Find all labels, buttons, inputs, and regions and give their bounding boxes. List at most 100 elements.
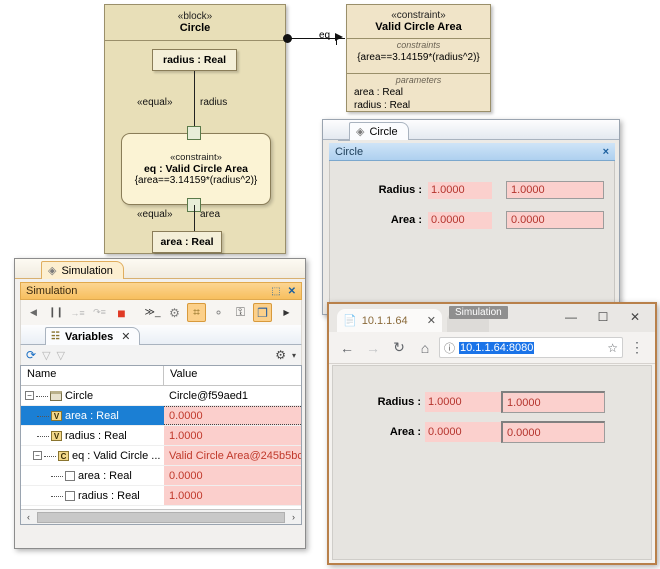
simulation-window: ◈ Simulation Simulation ⬚ ✕ ◀ ❙❙ →≡ ↷≡ ■… xyxy=(14,258,306,549)
property-radius: radius : Real xyxy=(152,49,237,71)
forward-button[interactable]: → xyxy=(366,339,380,356)
animation-speed-button[interactable]: ⚬ xyxy=(213,305,224,320)
table-row[interactable]: V radius : Real 1.0000 xyxy=(21,426,301,446)
parameter-icon xyxy=(65,490,75,501)
collapse-all-button[interactable]: ▽ xyxy=(56,349,65,362)
column-header-name[interactable]: Name xyxy=(21,366,164,385)
step-back-button[interactable]: ◀ xyxy=(30,307,37,317)
row-value[interactable]: 0.0000 xyxy=(164,466,301,485)
lock-button[interactable]: ⚿ xyxy=(235,305,246,319)
binding-top-label: radius xyxy=(200,97,228,108)
area-input[interactable]: 0.0000 xyxy=(506,211,604,229)
refresh-button[interactable]: ⟳ xyxy=(26,348,37,362)
property-area: area : Real xyxy=(152,231,222,253)
constraint-block-stereotype: «constraint» xyxy=(391,10,446,21)
pause-button[interactable]: ❙❙ xyxy=(48,307,64,318)
options-gear-button[interactable]: ⚙ xyxy=(275,348,286,362)
close-button[interactable]: ✕ xyxy=(287,285,296,297)
table-row[interactable]: area : Real 0.0000 xyxy=(21,466,301,486)
tree-line xyxy=(37,435,49,437)
scrollbar-thumb[interactable] xyxy=(37,511,285,523)
home-button[interactable]: ⌂ xyxy=(420,339,430,356)
close-button[interactable]: ✕ xyxy=(629,310,641,324)
area-display-value: 0.0000 xyxy=(428,211,492,229)
row-name: radius : Real xyxy=(78,489,140,502)
address-bar[interactable]: ⓘ 10.1.1.64:8080 ☆ xyxy=(439,337,623,358)
show-variables-button[interactable]: ⌗ xyxy=(187,303,206,322)
url-text[interactable]: 10.1.1.64:8080 xyxy=(459,341,535,354)
page-area-input[interactable]: 0.0000 xyxy=(501,421,605,443)
expander-icon[interactable]: − xyxy=(33,451,42,460)
row-value[interactable]: 1.0000 xyxy=(164,486,301,505)
radius-input[interactable]: 1.0000 xyxy=(506,181,604,199)
scroll-left-arrow[interactable]: ‹ xyxy=(27,512,30,522)
page-form-row-radius: Radius : 1.0000 1.0000 xyxy=(333,391,651,413)
close-icon[interactable]: × xyxy=(602,145,609,158)
constraint-name: eq : Valid Circle Area xyxy=(143,163,249,175)
site-info-icon[interactable]: ⓘ xyxy=(444,342,455,355)
browser-navbar: ← → ↻ ⌂ ⓘ 10.1.1.64:8080 ☆ ⋮ xyxy=(329,332,655,364)
row-value[interactable]: 0.0000 xyxy=(164,406,301,425)
scroll-right-arrow[interactable]: › xyxy=(292,512,295,522)
variables-table: Name Value − Circle Circle@f59aed1 .vt-r… xyxy=(20,365,302,525)
parameter-area: area : Real xyxy=(354,87,403,98)
block-stereotype: «block» xyxy=(177,11,213,22)
row-value[interactable]: Valid Circle Area@245b5bc xyxy=(164,446,301,465)
maximize-button[interactable]: ☐ xyxy=(597,310,609,324)
step-into-button[interactable]: →≡ xyxy=(70,307,85,318)
page-form-row-area: Area : 0.0000 0.0000 xyxy=(333,421,651,443)
binding-bottom-stereotype: «equal» xyxy=(137,209,173,220)
tooltip: Simulation xyxy=(449,306,508,319)
circle-form-body: Radius : 1.0000 1.0000 Area : 0.0000 0.0… xyxy=(329,161,615,309)
page-radius-input[interactable]: 1.0000 xyxy=(501,391,605,413)
column-header-value[interactable]: Value xyxy=(170,368,198,380)
step-over-button[interactable]: ↷≡ xyxy=(93,307,106,317)
simulation-settings-button[interactable]: ⚙ xyxy=(169,305,180,320)
variables-tabstrip: ☷ Variables ✕ xyxy=(20,325,302,345)
form-row-radius: Radius : 1.0000 1.0000 xyxy=(330,181,614,199)
expand-all-button[interactable]: ▽ xyxy=(42,349,51,362)
simulation-toolbar: ◀ ❙❙ →≡ ↷≡ ■ ≫_ ⚙ ⌗ ⚬ ⚿ ❐ ▶ xyxy=(20,300,302,325)
open-ui-button[interactable]: ❐ xyxy=(253,303,272,322)
constraint-block-header: «constraint» Valid Circle Area xyxy=(347,5,490,39)
table-row[interactable]: radius : Real 1.0000 xyxy=(21,486,301,506)
browser-tab[interactable]: 📄 10.1.1.64 ✕ xyxy=(337,309,442,332)
close-icon[interactable]: ✕ xyxy=(121,331,131,343)
block-icon xyxy=(50,390,62,401)
simulation-tabstrip: ◈ Simulation xyxy=(15,259,305,279)
radius-label: Radius : xyxy=(378,184,422,196)
tab-circle[interactable]: ◈ Circle xyxy=(338,122,409,141)
bookmark-star-icon[interactable]: ☆ xyxy=(607,340,618,355)
close-icon[interactable]: ✕ xyxy=(426,315,436,327)
stop-button[interactable]: ■ xyxy=(117,304,126,321)
expand-toolbar-button[interactable]: ▶ xyxy=(283,308,290,317)
row-name: area : Real xyxy=(78,469,132,482)
table-row[interactable]: − C eq : Valid Circle ... Valid Circle A… xyxy=(21,446,301,466)
table-row[interactable]: − Circle Circle@f59aed1 xyxy=(21,386,301,406)
tab-variables-label: Variables xyxy=(64,330,114,343)
maximize-button[interactable]: ⬚ xyxy=(271,285,281,297)
page-radius-label: Radius : xyxy=(377,396,421,408)
binding-line-top xyxy=(194,71,195,133)
browser-menu-button[interactable]: ⋮ xyxy=(630,339,644,355)
run-to-end-button[interactable]: ≫_ xyxy=(144,307,161,318)
row-value: Circle@f59aed1 xyxy=(169,389,249,402)
tab-variables[interactable]: ☷ Variables ✕ xyxy=(45,327,140,345)
simulation-gear-icon: ◈ xyxy=(356,126,365,138)
constraint-port-radius xyxy=(187,126,201,140)
reload-button[interactable]: ↻ xyxy=(393,339,405,355)
page-area-label: Area : xyxy=(389,426,421,438)
browser-window: 📄 10.1.1.64 ✕ Simulation — ☐ ✕ ← → ↻ ⌂ ⓘ… xyxy=(327,302,657,565)
back-button[interactable]: ← xyxy=(340,339,354,356)
row-name: eq : Valid Circle ... xyxy=(72,449,161,462)
minimize-button[interactable]: — xyxy=(565,310,577,324)
tab-simulation[interactable]: ◈ Simulation xyxy=(41,261,124,279)
browser-tab-title: 10.1.1.64 xyxy=(361,314,408,327)
constraint-block-name: Valid Circle Area xyxy=(375,21,462,33)
table-row[interactable]: V area : Real 0.0000 xyxy=(21,406,301,426)
options-dropdown-arrow[interactable]: ▾ xyxy=(291,350,296,360)
expander-icon[interactable]: − xyxy=(25,391,34,400)
row-value[interactable]: 1.0000 xyxy=(164,426,301,445)
horizontal-scrollbar[interactable]: ‹ › xyxy=(21,509,301,524)
connector-arrow-icon xyxy=(335,33,343,41)
